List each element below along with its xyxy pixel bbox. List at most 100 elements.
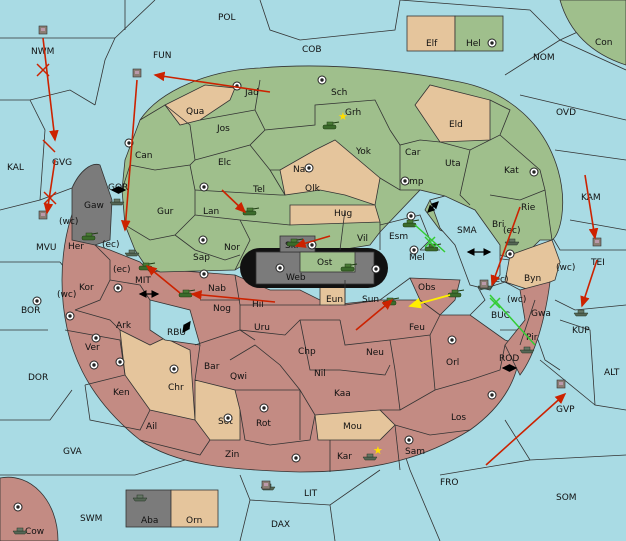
province-label-kaa: Kaa	[334, 389, 351, 399]
fleet-marker-icon[interactable]	[592, 237, 602, 247]
province-label-mou: Mou	[343, 422, 362, 432]
supply-center-icon	[259, 403, 269, 413]
supply-center-icon	[32, 296, 42, 306]
province-label-web: Web	[286, 273, 306, 283]
province-label-kar: Kar	[337, 452, 352, 462]
supply-center-icon	[89, 360, 99, 370]
sea-label-ovd: OVD	[556, 108, 576, 118]
province-label-bri: Bri	[492, 220, 504, 230]
fleet-marker-icon[interactable]	[132, 68, 142, 78]
star-icon: ★	[373, 444, 383, 457]
units-layer[interactable]: ★★	[12, 25, 602, 535]
sea-label-fro: FRO	[440, 478, 459, 488]
sea-label-gvp: GVP	[556, 405, 575, 415]
province-label-amp: Amp	[403, 177, 424, 187]
sea-label-buc: BUC	[491, 311, 510, 321]
coast-tag: (wc)	[556, 263, 575, 273]
fleet-marker-icon[interactable]	[38, 25, 48, 35]
province-label-obs: Obs	[418, 283, 436, 293]
province-label-car: Car	[405, 148, 421, 158]
supply-center-icon	[304, 163, 314, 173]
province-label-rot: Rot	[256, 419, 271, 429]
coast-tag: (ec)	[102, 240, 120, 250]
coast-tag: (ec)	[113, 265, 131, 275]
sea-label-kam: KAM	[581, 193, 601, 203]
sea-label-pol: POL	[218, 13, 236, 23]
province-label-feu: Feu	[409, 323, 425, 333]
supply-center-icon	[487, 390, 497, 400]
legend-orn: Orn	[186, 516, 202, 526]
supply-center-icon	[275, 263, 285, 273]
province-label-sch: Sch	[331, 88, 347, 98]
supply-center-icon	[404, 435, 414, 445]
province-label-jad: Jad	[244, 88, 259, 98]
coast-tag: (wc)	[507, 295, 526, 305]
supply-center-icon	[400, 176, 410, 186]
sea-label-dax: DAX	[271, 520, 290, 530]
province-label-ost: Ost	[317, 258, 333, 268]
province-label-olk: Olk	[305, 184, 321, 194]
fleet-marker-icon[interactable]	[479, 279, 489, 289]
sea-label-cow: Cow	[25, 527, 44, 537]
sea-label-dor: DOR	[28, 373, 48, 383]
fleet-marker-icon[interactable]	[261, 480, 271, 490]
sea-label-con: Con	[595, 38, 613, 48]
province-label-gur: Gur	[157, 207, 174, 217]
province-eld[interactable]	[414, 84, 491, 143]
province-label-qua: Qua	[186, 107, 204, 117]
province-label-sot: Sot	[218, 417, 233, 427]
supply-center-icon	[406, 211, 416, 221]
fleet-marker-icon[interactable]	[38, 210, 48, 220]
province-label-eun: Eun	[326, 295, 343, 305]
province-mou[interactable]	[314, 409, 396, 441]
supply-center-icon	[198, 235, 208, 245]
sea-label-bor: BOR	[21, 306, 40, 316]
province-label-elc: Elc	[218, 158, 231, 168]
sea-label-rod: ROD	[499, 354, 519, 364]
province-label-ark: Ark	[116, 321, 132, 331]
supply-centers-layer	[13, 75, 539, 512]
fleet-marker-icon[interactable]	[556, 379, 566, 389]
province-chr[interactable]	[119, 329, 196, 421]
province-label-eld: Eld	[449, 120, 463, 130]
province-obs[interactable]	[409, 277, 461, 316]
supply-center-icon	[447, 335, 457, 345]
province-label-chr: Chr	[168, 383, 184, 393]
province-label-jos: Jos	[216, 124, 230, 134]
province-gaw[interactable]	[71, 163, 113, 246]
province-label-vil: Vil	[357, 234, 368, 244]
sea-label-nwm: NWM	[31, 47, 54, 57]
sea-label-cob: COB	[302, 45, 322, 55]
province-label-sun: Sun	[362, 295, 379, 305]
province-label-nar: Nar	[293, 165, 309, 175]
province-qua[interactable]	[164, 84, 236, 126]
supply-center-icon	[529, 167, 539, 177]
sea-label-mvu: MVU	[36, 243, 57, 253]
sea-label-rbu: RBU	[167, 328, 186, 338]
sea-label-gor: GOR	[108, 183, 128, 193]
province-label-hug: Hug	[334, 209, 352, 219]
legend-bottom: Aba Orn	[125, 489, 219, 528]
province-label-neu: Neu	[366, 348, 384, 358]
province-ost[interactable]	[299, 251, 356, 273]
legend-aba: Aba	[141, 516, 158, 526]
province-label-nor: Nor	[224, 243, 240, 253]
sea-label-alt: ALT	[604, 368, 620, 378]
province-borders	[64, 79, 553, 472]
province-label-nab: Nab	[208, 284, 226, 294]
province-label-rie: Rie	[521, 203, 536, 213]
supply-center-icon	[291, 453, 301, 463]
province-label-yok: Yok	[355, 147, 372, 157]
province-label-esm: Esm	[389, 232, 408, 242]
sea-label-swm: SWM	[80, 514, 102, 524]
province-label-los: Los	[451, 413, 466, 423]
province-label-mel: Mel	[409, 253, 425, 263]
legend-elf: Elf	[426, 39, 438, 49]
sea-label-gva: GVA	[63, 447, 83, 457]
province-label-ail: Ail	[146, 422, 157, 432]
legend-hel: Hel	[466, 39, 481, 49]
sea-label-fun: FUN	[153, 51, 172, 61]
province-label-tel: Tel	[252, 185, 265, 195]
